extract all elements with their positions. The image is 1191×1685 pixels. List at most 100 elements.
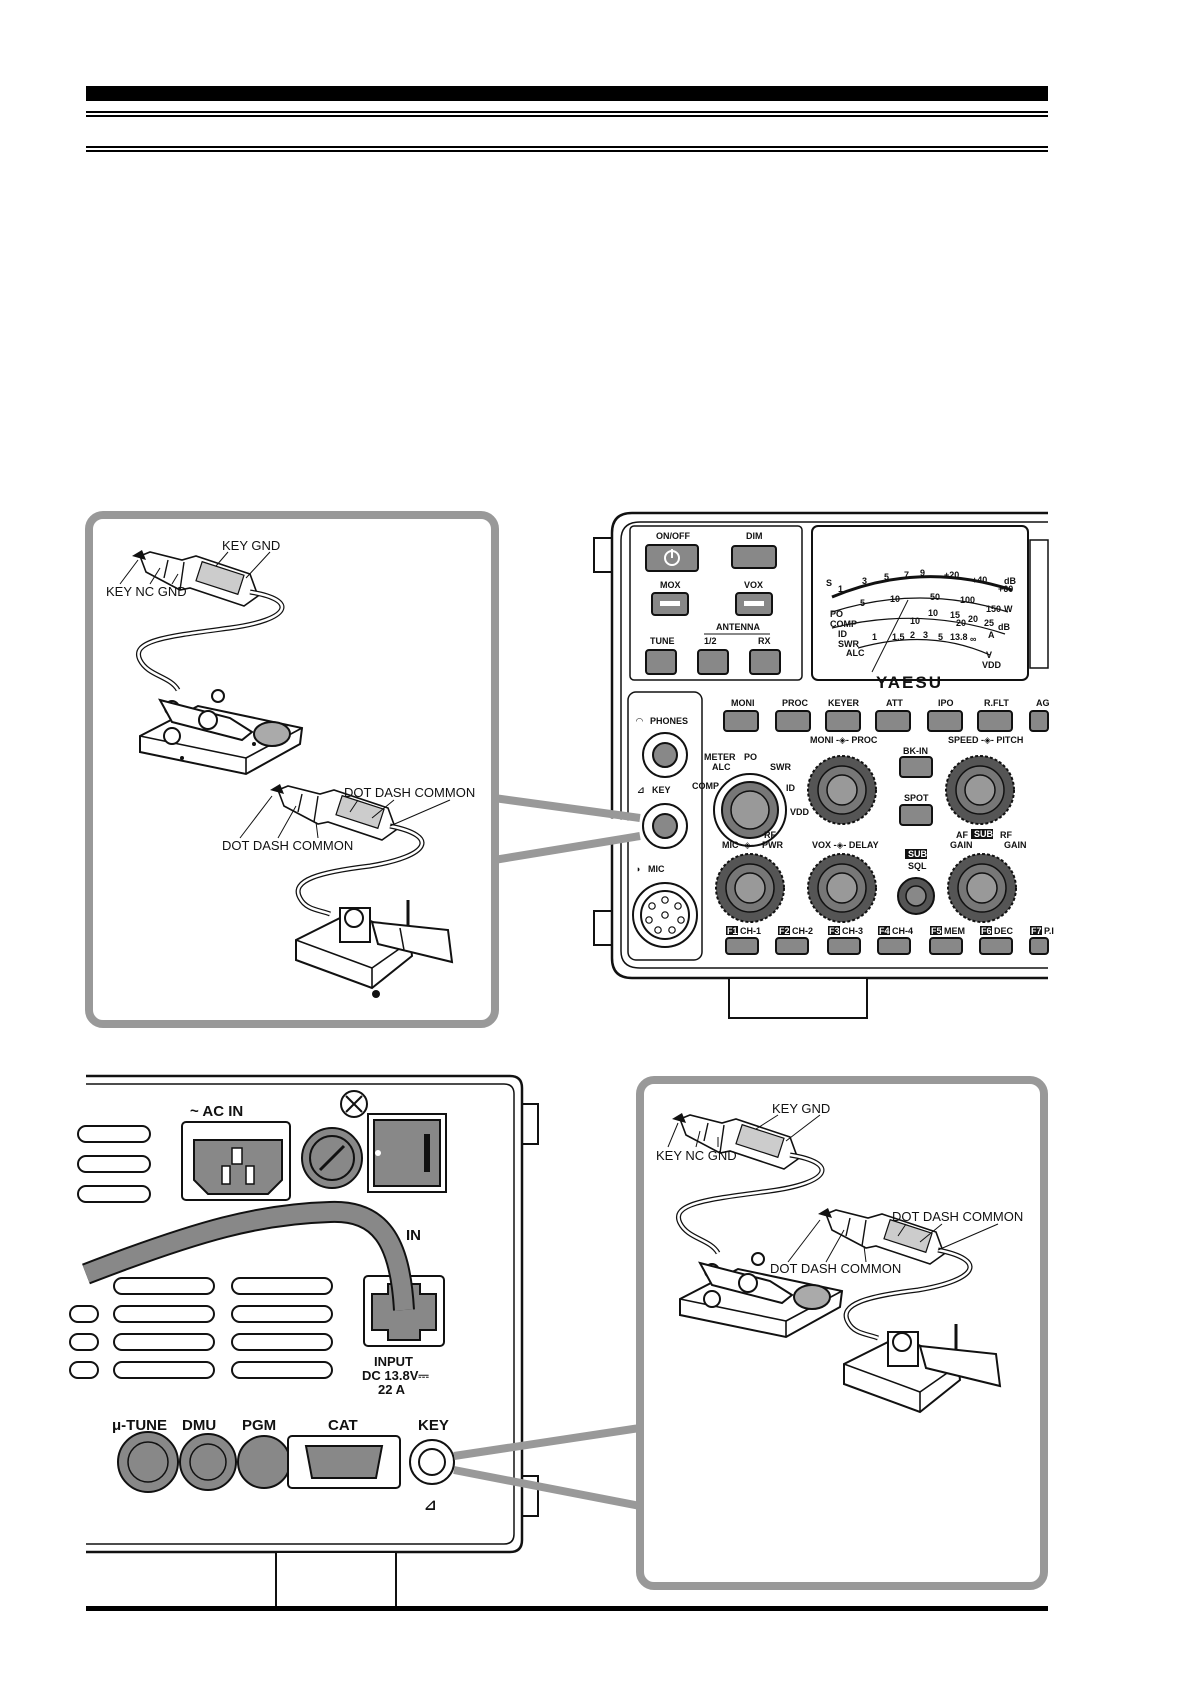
svg-text:20: 20 [956,618,966,628]
svg-text:VOX: VOX [744,580,763,590]
svg-text:+40: +40 [972,575,987,585]
svg-text:SPEED -◈- PITCH: SPEED -◈- PITCH [948,735,1023,745]
svg-text:CH-4: CH-4 [892,926,913,936]
svg-text:KEY: KEY [418,1417,449,1434]
pgm-jack[interactable] [237,1435,291,1489]
moni-proc-knob[interactable]: MONI -◈- PROC [807,735,878,825]
svg-text:MOX: MOX [660,580,681,590]
svg-text:1: 1 [838,584,843,594]
af-rf-gain-knob[interactable]: AF SUB RF GAIN GAIN [947,829,1027,923]
svg-text:5: 5 [938,632,943,642]
svg-text:dB: dB [998,622,1010,632]
tune-button[interactable] [645,649,677,675]
svg-text:9: 9 [920,568,925,578]
ant-1-2-button[interactable] [697,649,729,675]
header-bar [86,86,1048,101]
svg-text:CH-1: CH-1 [740,926,761,936]
svg-text:1: 1 [872,632,877,642]
rx-button[interactable] [749,649,781,675]
meter-scale: S 1 3 5 7 9 +20 +40 +60 dB 5 10 50 100 1… [826,568,1016,670]
speed-pitch-knob[interactable]: SPEED -◈- PITCH [945,735,1023,825]
svg-text:10: 10 [890,594,900,604]
svg-text:SWR: SWR [770,762,791,772]
svg-text:ID: ID [838,629,848,639]
svg-text:W: W [1004,604,1013,614]
front-panel: S 1 3 5 7 9 +20 +40 +60 dB 5 10 50 100 1… [593,511,1054,1019]
sub-sql-knob[interactable]: SUB SQL [897,849,935,915]
svg-text:PWR: PWR [762,840,783,850]
svg-text:VDD: VDD [790,807,810,817]
svg-text:RF: RF [1000,830,1012,840]
svg-text:PGM: PGM [242,1417,276,1434]
svg-text:100: 100 [960,595,975,605]
svg-text:RF: RF [764,830,776,840]
phones-label: ◠ [636,716,643,726]
svg-text:ID: ID [786,783,796,793]
svg-text:10: 10 [910,616,920,626]
svg-text:KEY: KEY [652,785,671,795]
straight-key-top-label-2: KEY GND [772,1101,830,1116]
straight-key-top-label: KEY GND [222,538,280,553]
svg-text:VDD: VDD [982,660,1002,670]
function-buttons: MONI PROC KEYER ATT IPO R.FLT AG [723,698,1050,732]
svg-text:DC 13.8V⎓: DC 13.8V⎓ [362,1368,429,1383]
svg-text:ON/OFF: ON/OFF [656,531,690,541]
mic-pwr-knob[interactable]: MIC -◈- RF PWR [715,830,785,923]
svg-text:AG: AG [1036,698,1050,708]
top-buttons: ON/OFF DIM MOX VOX ANTENNA TUNE 1/2 RX [645,531,781,675]
svg-text:1.5: 1.5 [892,632,905,642]
svg-text:SQL: SQL [908,861,927,871]
svg-text:F7: F7 [1031,926,1042,936]
svg-text:VOX -◈- DELAY: VOX -◈- DELAY [812,840,879,850]
svg-text:dB: dB [1004,576,1016,586]
svg-text:μ-TUNE: μ-TUNE [112,1417,167,1434]
straight-key-illustration-2: KEY GND KEY NC GND [656,1101,844,1339]
dc-input-socket[interactable] [371,1283,437,1341]
svg-text:DIM: DIM [746,531,763,541]
svg-text:MIC -◈-: MIC -◈- [722,840,754,850]
svg-text:DEC: DEC [994,926,1014,936]
straight-key-bottom-label: KEY NC GND [106,584,187,599]
svg-text:SUB: SUB [908,849,928,859]
cat-port[interactable] [304,1445,384,1479]
svg-text:MONI -◈- PROC: MONI -◈- PROC [810,735,878,745]
svg-text:◗: ◗ [636,864,641,874]
svg-text:COMP: COMP [830,619,857,629]
vox-delay-knob[interactable]: VOX -◈- DELAY [807,840,879,923]
paddle-illustration-2: DOT DASH COMMON DOT DASH COMMON [770,1208,1023,1414]
svg-text:F1: F1 [727,926,738,936]
header-rule-1 [86,111,1048,117]
svg-text:BK-IN: BK-IN [903,746,928,756]
svg-text:ALC: ALC [712,762,731,772]
svg-text:ATT: ATT [886,698,903,708]
svg-text:AF: AF [956,830,968,840]
svg-text:F6: F6 [981,926,992,936]
svg-text:F2: F2 [779,926,790,936]
svg-text:13.8: 13.8 [950,632,968,642]
svg-text:SUB: SUB [974,829,994,839]
ac-inlet[interactable] [193,1139,283,1195]
svg-text:METER: METER [704,752,736,762]
svg-text:V: V [986,650,992,660]
svg-text:A: A [988,630,995,640]
power-switch[interactable] [373,1119,441,1187]
dim-button[interactable] [731,545,777,569]
svg-text:SWR: SWR [838,639,859,649]
paddle-top-label-2: DOT DASH COMMON [892,1209,1023,1224]
svg-text:50: 50 [930,592,940,602]
bk-in-button[interactable] [899,756,933,778]
svg-text:PHONES: PHONES [650,716,688,726]
svg-text:IN: IN [406,1227,421,1244]
svg-text:25: 25 [984,618,994,628]
meter-knob[interactable]: METER ALC PO SWR COMP ID VDD [692,752,810,847]
spot-button[interactable] [899,804,933,826]
svg-text:GAIN: GAIN [1004,840,1027,850]
svg-text:7: 7 [904,570,909,580]
meter-s: S [826,578,832,588]
svg-text:2: 2 [910,630,915,640]
rear-panel: ~ AC IN IN INPUT DC 13.8V⎓ [69,1074,539,1609]
svg-text:RX: RX [758,636,771,646]
straight-key-illustration: KEY GND KEY NC GND [106,538,304,776]
